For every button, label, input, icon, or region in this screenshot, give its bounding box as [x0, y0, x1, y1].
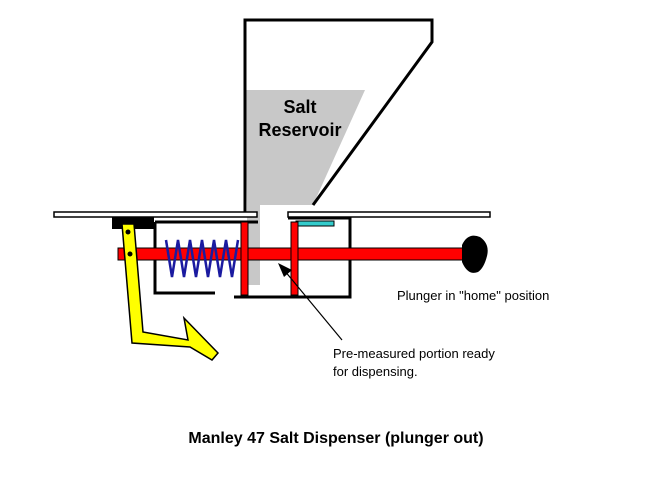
plunger-plate-left: [240, 221, 249, 296]
lever-pivot-rod: [127, 251, 133, 257]
lever-pivot-top: [125, 229, 131, 235]
reservoir-label-line1: Salt: [283, 97, 316, 117]
spring: [164, 239, 240, 278]
plunger-label: Plunger in "home" position: [397, 288, 549, 303]
seal-strip: [295, 220, 335, 227]
portion-label-line1: Pre-measured portion ready: [333, 346, 495, 361]
counter-plate-left: [53, 211, 258, 218]
foot-lever[interactable]: [121, 223, 220, 361]
reservoir-label-line2: Reservoir: [258, 120, 341, 140]
diagram-caption: Manley 47 Salt Dispenser (plunger out): [188, 430, 483, 447]
callout-line: [283, 269, 343, 341]
salt-fill: [245, 90, 365, 285]
plunger-knob[interactable]: [462, 235, 488, 273]
plunger-plate-right: [290, 221, 299, 296]
portion-label-line2: for dispensing.: [333, 364, 418, 379]
counter-plate-right: [287, 211, 491, 218]
callout-arrowhead: [278, 263, 292, 277]
hopper-outline: [243, 18, 434, 212]
